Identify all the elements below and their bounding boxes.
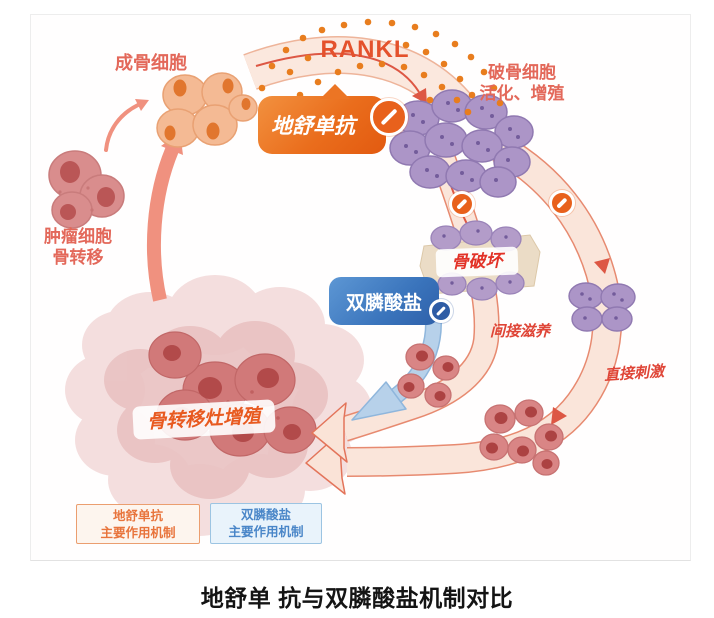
osteoclast-pair — [568, 282, 636, 332]
bone-destruction-label: 骨破坏 — [435, 246, 519, 278]
osteoclast-label-line2: 活化、增殖 — [479, 84, 565, 103]
legend-denosumab-line1: 地舒单抗 — [112, 509, 163, 523]
block-icon-slash — [456, 198, 468, 210]
tumor-cells-label-line2: 骨转移 — [52, 248, 104, 267]
block-icon — [449, 191, 475, 217]
legend-denosumab: 地舒单抗 主要作用机制 — [76, 504, 200, 544]
rankl-label: RANKL — [320, 36, 410, 63]
block-icon — [549, 190, 575, 216]
denosumab-box: 地舒单抗 — [258, 84, 386, 154]
figure-caption: 地舒单 抗与双膦酸盐机制对比 — [200, 585, 514, 611]
tumor-cluster-bottom — [479, 399, 564, 476]
block-icon-blue — [429, 299, 453, 323]
legend-bisphosphonate-line2: 主要作用机制 — [228, 525, 304, 539]
osteoblast-label: 成骨细胞 — [115, 53, 187, 73]
denosumab-box-label: 地舒单抗 — [271, 115, 355, 138]
block-icon-slash — [380, 108, 398, 126]
tumor-cells-label-line1: 肿瘤细胞 — [44, 227, 112, 246]
tumor-cells — [48, 150, 125, 229]
direct-stimulation-band — [346, 135, 623, 477]
bisphosphonate-box-label: 双膦酸盐 — [345, 292, 422, 314]
legend-denosumab-line2: 主要作用机制 — [100, 526, 176, 540]
bisphosphonate-box: 双膦酸盐 — [329, 277, 439, 325]
osteoblast-cells — [156, 72, 258, 148]
legend-bisphosphonate-line1: 双膦酸盐 — [240, 508, 291, 522]
block-icon-slash — [435, 305, 447, 317]
indirect-arrow-tip — [311, 402, 348, 463]
block-icon-slash — [556, 197, 568, 209]
indirect-nourish-label: 间接滋养 — [489, 323, 550, 340]
rankl-dots — [258, 18, 504, 116]
legend-bisphosphonate: 双膦酸盐 主要作用机制 — [210, 503, 322, 544]
tumor-cells-label: 肿瘤细胞 骨转移 — [32, 226, 124, 268]
block-icon — [370, 98, 408, 136]
osteoclast-cells — [389, 89, 534, 198]
osteoclast-label-line1: 破骨细胞 — [488, 63, 556, 82]
osteoclast-label: 破骨细胞 活化、增殖 — [466, 62, 578, 104]
tumor-cluster-mid — [397, 343, 460, 408]
